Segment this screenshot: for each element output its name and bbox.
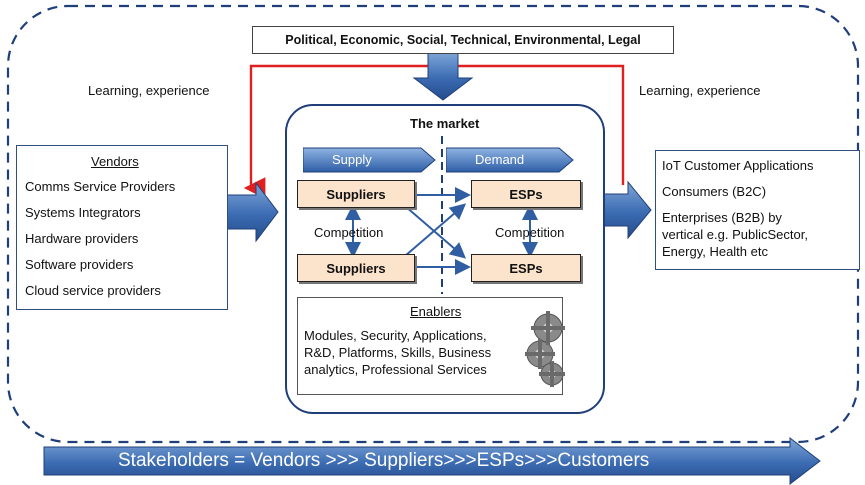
learning-experience-right-label: Learning, experience (639, 83, 761, 98)
enablers-line: analytics, Professional Services (304, 362, 487, 377)
vendor-item: Systems Integrators (25, 205, 141, 220)
demand-arrow (446, 147, 574, 173)
stakeholders-label: Stakeholders = Vendors >>> Suppliers>>>E… (118, 450, 650, 471)
learning-experience-left-label: Learning, experience (88, 83, 210, 98)
ecosystem-boundary (6, 4, 860, 444)
enablers-line: Modules, Security, Applications, (304, 328, 487, 343)
vendor-item: Comms Service Providers (25, 179, 176, 194)
competition-label-left: Competition (314, 225, 384, 240)
suppliers-box-bottom: Suppliers (297, 254, 415, 282)
esps-box-bottom: ESPs (471, 254, 581, 282)
pestel-down-arrow (412, 51, 474, 101)
esps-box-top: ESPs (471, 180, 581, 208)
vendors-to-market-arrow (226, 181, 279, 243)
enablers-box: Enablers Modules, Security, Applications… (297, 297, 563, 395)
vendors-box: Vendors Comms Service Providers Systems … (16, 145, 228, 310)
vendor-item: Hardware providers (25, 231, 139, 246)
pestel-factors-box: Political, Economic, Social, Technical, … (252, 26, 674, 54)
supply-arrow (303, 147, 436, 173)
supply-label: Supply (332, 152, 372, 167)
competition-label-right: Competition (495, 225, 565, 240)
vendors-title: Vendors (91, 154, 139, 169)
market-title: The market (410, 116, 480, 131)
suppliers-box-top: Suppliers (297, 180, 415, 208)
stakeholders-arrow (43, 436, 821, 485)
customers-line: vertical e.g. PublicSector, (662, 227, 808, 242)
customers-line: Consumers (B2C) (662, 184, 767, 199)
vendor-item: Cloud service providers (25, 283, 161, 298)
customers-line: IoT Customer Applications (662, 158, 814, 173)
vendor-item: Software providers (25, 257, 134, 272)
customers-box: IoT Customer Applications Consumers (B2C… (655, 150, 860, 270)
enablers-title: Enablers (410, 304, 462, 319)
customers-line: Enterprises (B2B) by (662, 210, 782, 225)
demand-label: Demand (475, 152, 525, 167)
enablers-line: R&D, Platforms, Skills, Business (304, 345, 492, 360)
market-to-customers-arrow (601, 180, 652, 240)
gears-icon (525, 311, 565, 387)
customers-line: Energy, Health etc (662, 244, 768, 259)
